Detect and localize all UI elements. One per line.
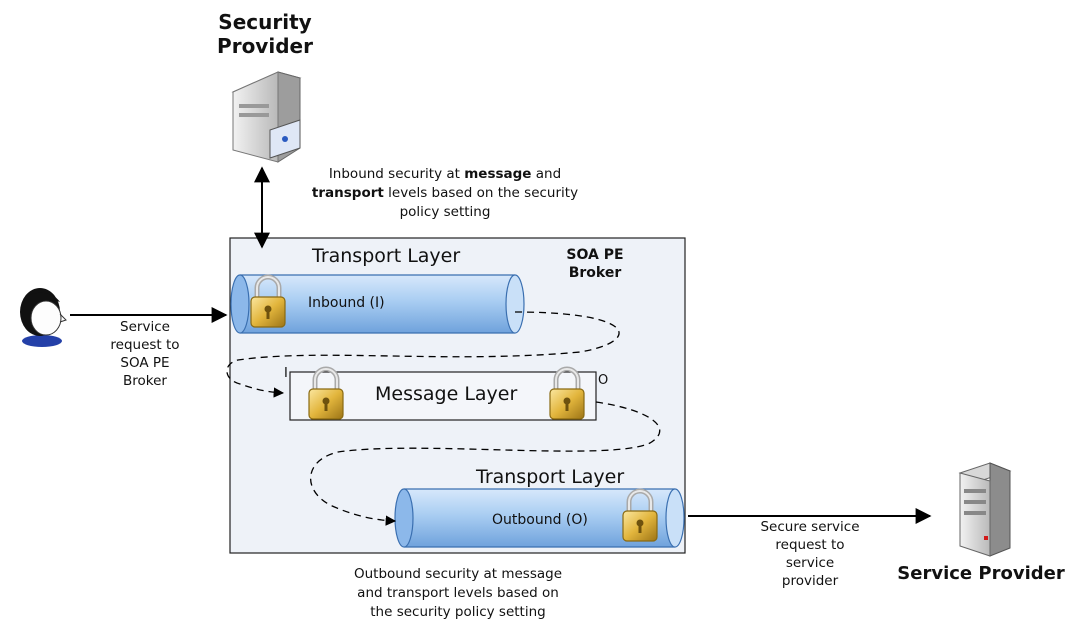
security-provider-title-line2: Provider <box>217 34 313 58</box>
outbound-note-line2: and transport levels based on <box>357 585 559 601</box>
broker-title: SOA PE Broker <box>540 246 650 282</box>
security-provider-title: Security Provider <box>205 10 325 58</box>
broker-title-line2: Broker <box>568 265 622 281</box>
inbound-note-line3: policy setting <box>399 204 491 220</box>
secure-request-line4: provider <box>781 573 839 589</box>
secure-request-line1: Secure service <box>760 519 860 535</box>
inbound-note-rest: levels based on the security <box>383 185 579 201</box>
inbound-note-bold-message: message <box>464 166 532 182</box>
person-icon <box>20 288 67 347</box>
inbound-note-line2: transport levels based on the security <box>275 184 615 203</box>
security-provider-title-line1: Security <box>218 10 312 34</box>
service-provider-title: Service Provider <box>897 563 1065 584</box>
marker-in: I <box>284 366 288 381</box>
outbound-note-line3: the security policy setting <box>370 604 546 620</box>
flow-inbound-to-message <box>226 311 620 398</box>
client-request-line1: Service <box>120 319 170 335</box>
outbound-label: Outbound (O) <box>492 512 588 528</box>
client-request-line3: SOA PE <box>120 355 170 371</box>
inbound-security-note: Inbound security at message and transpor… <box>275 165 615 222</box>
client-request-label: Service request to SOA PE Broker <box>90 318 200 390</box>
inbound-note-prefix: Inbound security at <box>328 166 465 182</box>
inbound-label: Inbound (I) <box>308 295 385 311</box>
transport-layer-bottom-label: Transport Layer <box>476 466 625 488</box>
outbound-note-line1: Outbound security at message <box>354 566 562 582</box>
marker-out: O <box>598 373 609 388</box>
secure-request-label: Secure service request to service provid… <box>740 518 880 590</box>
transport-layer-top-label: Transport Layer <box>312 245 461 267</box>
secure-request-line2: request to <box>775 537 845 553</box>
secure-request-line3: service <box>785 555 835 571</box>
server-tower-icon <box>231 71 302 163</box>
broker-title-line1: SOA PE <box>566 247 624 263</box>
server-icon <box>958 462 1012 557</box>
inbound-pipe <box>230 274 525 334</box>
message-layer-label: Message Layer <box>375 383 518 405</box>
client-request-line2: request to <box>110 337 180 353</box>
inbound-note-middle: and <box>531 166 562 182</box>
inbound-note-bold-transport: transport <box>311 185 384 201</box>
flow-message-to-outbound <box>310 401 661 526</box>
outbound-security-note: Outbound security at message and transpo… <box>318 565 598 622</box>
inbound-note-line1: Inbound security at message and <box>275 165 615 184</box>
client-request-line4: Broker <box>123 373 167 389</box>
